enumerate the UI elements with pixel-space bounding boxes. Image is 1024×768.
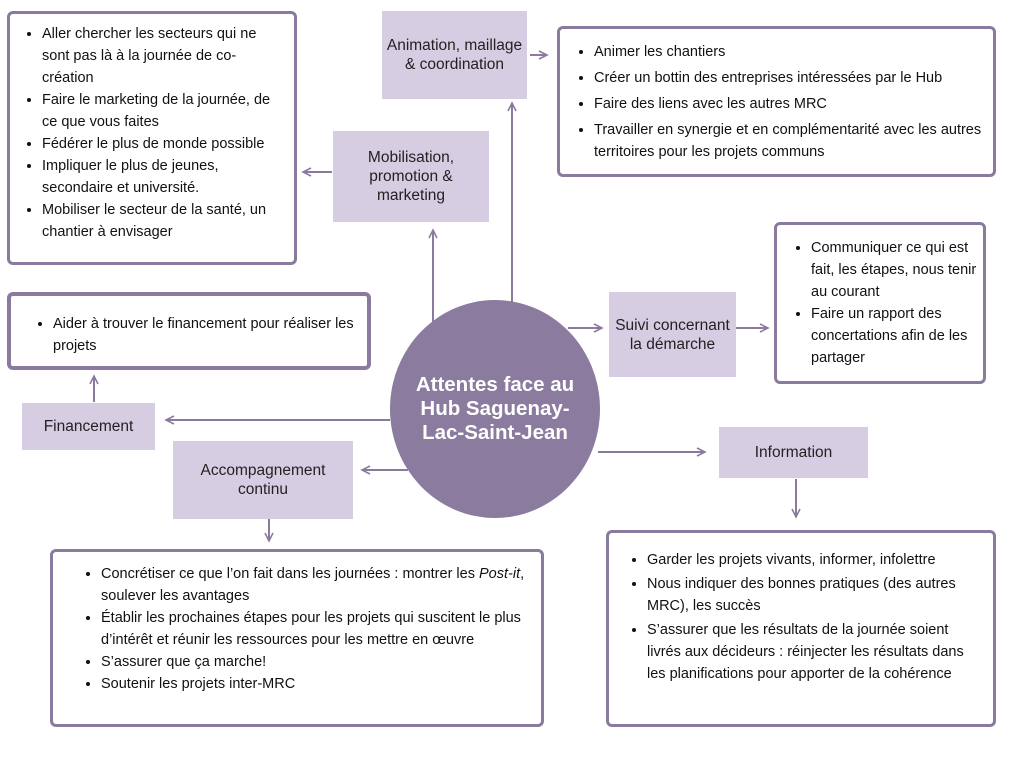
list-item: Garder les projets vivants, informer, in…	[647, 549, 985, 571]
category-accompagnement-label: Accompagnement continu	[200, 462, 326, 498]
list-item: Soutenir les projets inter-MRC	[101, 673, 531, 695]
list-item: Faire le marketing de la journée, de ce …	[42, 89, 286, 133]
information-details-box: Garder les projets vivants, informer, in…	[606, 530, 996, 727]
category-information: Information	[719, 427, 868, 478]
category-financement-label: Financement	[43, 418, 134, 435]
list-item: Créer un bottin des entreprises intéress…	[594, 67, 985, 89]
list-item: Nous indiquer des bonnes pratiques (des …	[647, 573, 985, 617]
financement-details-box: Aider à trouver le financement pour réal…	[7, 292, 371, 370]
central-topic-circle: Attentes face au Hub Saguenay-Lac-Saint-…	[390, 300, 600, 518]
list-item: Aller chercher les secteurs qui ne sont …	[42, 23, 286, 89]
post-it-emphasis: Post-it	[479, 566, 521, 582]
accompagnement-details-list: Concrétiser ce que l’on fait dans les jo…	[75, 563, 531, 695]
list-item: Travailler en synergie et en complémenta…	[594, 119, 985, 163]
category-suivi-label: Suivi concernant la démarche	[615, 316, 730, 353]
accompagnement-details-box: Concrétiser ce que l’on fait dans les jo…	[50, 549, 544, 727]
list-item: Mobiliser le secteur de la santé, un cha…	[42, 199, 286, 243]
information-details-list: Garder les projets vivants, informer, in…	[621, 549, 985, 685]
animation-details-box: Animer les chantiers Créer un bottin des…	[557, 26, 996, 177]
item-text: , soulever les avantages	[101, 566, 525, 604]
category-suivi: Suivi concernant la démarche	[609, 292, 736, 377]
item-text: Concrétiser ce que l’on fait dans les jo…	[101, 566, 479, 582]
animation-details-list: Animer les chantiers Créer un bottin des…	[568, 41, 985, 163]
category-animation-label: Animation, maillage & coordination	[386, 37, 523, 73]
mobilisation-details-list: Aller chercher les secteurs qui ne sont …	[16, 23, 286, 243]
list-item: Établir les prochaines étapes pour les p…	[101, 607, 531, 651]
list-item: S’assurer que ça marche!	[101, 651, 531, 673]
category-accompagnement: Accompagnement continu	[173, 441, 353, 519]
suivi-details-list: Communiquer ce qui est fait, les étapes,…	[785, 237, 977, 369]
category-mobilisation: Mobilisation, promotion & marketing	[333, 131, 489, 222]
list-item: Animer les chantiers	[594, 41, 985, 63]
list-item: Concrétiser ce que l’on fait dans les jo…	[101, 563, 531, 607]
list-item: Fédérer le plus de monde possible	[42, 133, 286, 155]
category-mobilisation-label: Mobilisation, promotion & marketing	[367, 149, 455, 204]
list-item: Communiquer ce qui est fait, les étapes,…	[811, 237, 977, 303]
list-item: Faire des liens avec les autres MRC	[594, 93, 985, 115]
category-animation: Animation, maillage & coordination	[382, 11, 527, 99]
list-item: Impliquer le plus de jeunes, secondaire …	[42, 155, 286, 199]
central-topic-title: Attentes face au Hub Saguenay-Lac-Saint-…	[415, 373, 575, 444]
category-financement: Financement	[22, 403, 155, 450]
category-information-label: Information	[754, 444, 833, 461]
financement-details-list: Aider à trouver le financement pour réal…	[27, 313, 359, 357]
list-item: Aider à trouver le financement pour réal…	[53, 313, 359, 357]
mobilisation-details-box: Aller chercher les secteurs qui ne sont …	[7, 11, 297, 265]
suivi-details-box: Communiquer ce qui est fait, les étapes,…	[774, 222, 986, 384]
list-item: Faire un rapport des concertations afin …	[811, 303, 977, 369]
list-item: S’assurer que les résultats de la journé…	[647, 619, 985, 685]
